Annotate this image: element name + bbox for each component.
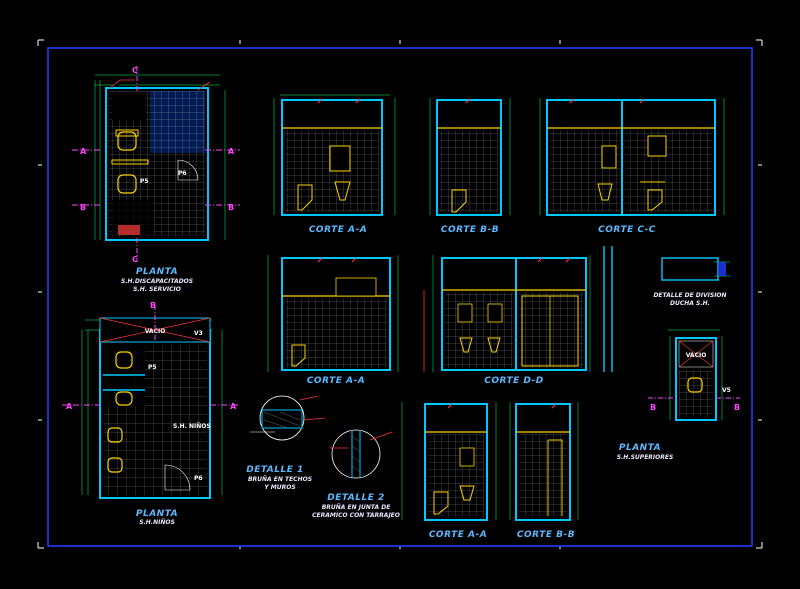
section-b-b-top: CORTE B-B <box>429 98 511 235</box>
section-marker-a-right: A <box>228 147 235 156</box>
section-d-d-middle: CORTE D-D <box>423 246 613 386</box>
drawing-frame <box>47 47 753 547</box>
fixture-tag-v3: V3 <box>194 330 203 337</box>
section-marker-c-bottom: C <box>132 255 138 264</box>
section-b-b-bottom: CORTE B-B <box>509 402 579 540</box>
section-a-a-top: CORTE A-A <box>273 94 396 235</box>
plan-children-restroom: VACIO A A B V3 P5 P6 S.H. NIÑOS PLANTA S… <box>62 301 238 526</box>
detail-2-ceramic-joint: DETALLE 2 BRUÑA EN JUNTA DE CERAMICO CON… <box>312 429 400 519</box>
section-a-a-middle: CORTE A-A <box>267 255 399 386</box>
crop-marks <box>37 39 763 549</box>
plan-superiors-restroom: VACIO B B V5 PLANTA S.H.SUPERIORES <box>617 329 740 461</box>
plan-superiors-title: PLANTA <box>619 443 661 453</box>
section-b-b-top-title: CORTE B-B <box>441 225 499 235</box>
detail-1-line-2: Y MUROS <box>264 484 295 491</box>
detail-partition-line-2: DUCHA S.H. <box>670 300 710 307</box>
detail-1-ceiling-groove: DETALLE 1 BRUÑA EN TECHOS Y MUROS <box>246 395 326 491</box>
plan-children-room-label: S.H. NIÑOS <box>173 423 211 430</box>
section-a-a-bottom: CORTE A-A <box>401 402 497 540</box>
detail-1-title: DETALLE 1 <box>246 465 304 475</box>
detail-shower-partition: DETALLE DE DIVISION DUCHA S.H. <box>653 257 730 307</box>
fixture-tag-v5: V5 <box>722 387 731 394</box>
plan-children-subtitle: S.H.NIÑOS <box>139 519 175 526</box>
section-marker-a-left: A <box>80 147 87 156</box>
section-marker-b-left-3: B <box>650 403 656 412</box>
fixture-tag-p6-2: P6 <box>194 475 203 482</box>
section-marker-a-right-2: A <box>230 402 237 411</box>
plan-children-void-label: VACIO <box>145 328 166 335</box>
section-b-b-bottom-title: CORTE B-B <box>517 530 575 540</box>
plan-disabled-restroom: A A B B C C P5 P6 PLANTA S.H.DISCAPACITA… <box>72 66 240 293</box>
fixture-tag-p5-2: P5 <box>148 364 157 371</box>
detail-2-title: DETALLE 2 <box>327 493 385 503</box>
detail-2-line-1: BRUÑA EN JUNTA DE <box>322 504 391 511</box>
plan-superiors-subtitle: S.H.SUPERIORES <box>617 454 674 461</box>
section-d-d-middle-title: CORTE D-D <box>484 376 544 386</box>
detail-2-line-2: CERAMICO CON TARRAJEO <box>312 512 400 519</box>
section-c-c-top: CORTE C-C <box>539 98 725 235</box>
section-marker-a-left-2: A <box>66 402 73 411</box>
plan-children-title: PLANTA <box>136 509 178 519</box>
fixture-tag-p5: P5 <box>140 178 149 185</box>
section-marker-b-right-3: B <box>734 403 740 412</box>
plan-disabled-subtitle-2: S.H. SERVICIO <box>133 286 181 293</box>
section-marker-c-top: C <box>132 66 138 75</box>
section-a-a-top-title: CORTE A-A <box>309 225 367 235</box>
section-a-a-middle-title: CORTE A-A <box>307 376 365 386</box>
section-marker-b-right: B <box>228 203 234 212</box>
section-marker-b-left: B <box>80 203 86 212</box>
plan-disabled-subtitle: S.H.DISCAPACITADOS <box>121 278 193 285</box>
plan-disabled-title: PLANTA <box>136 267 178 277</box>
detail-1-line-1: BRUÑA EN TECHOS <box>248 476 312 483</box>
section-marker-b-top: B <box>150 301 156 310</box>
section-c-c-top-title: CORTE C-C <box>598 225 656 235</box>
detail-partition-line-1: DETALLE DE DIVISION <box>653 292 726 299</box>
section-a-a-bottom-title: CORTE A-A <box>429 530 487 540</box>
plan-superiors-void-label: VACIO <box>686 352 707 359</box>
fixture-tag-p6: P6 <box>178 170 187 177</box>
